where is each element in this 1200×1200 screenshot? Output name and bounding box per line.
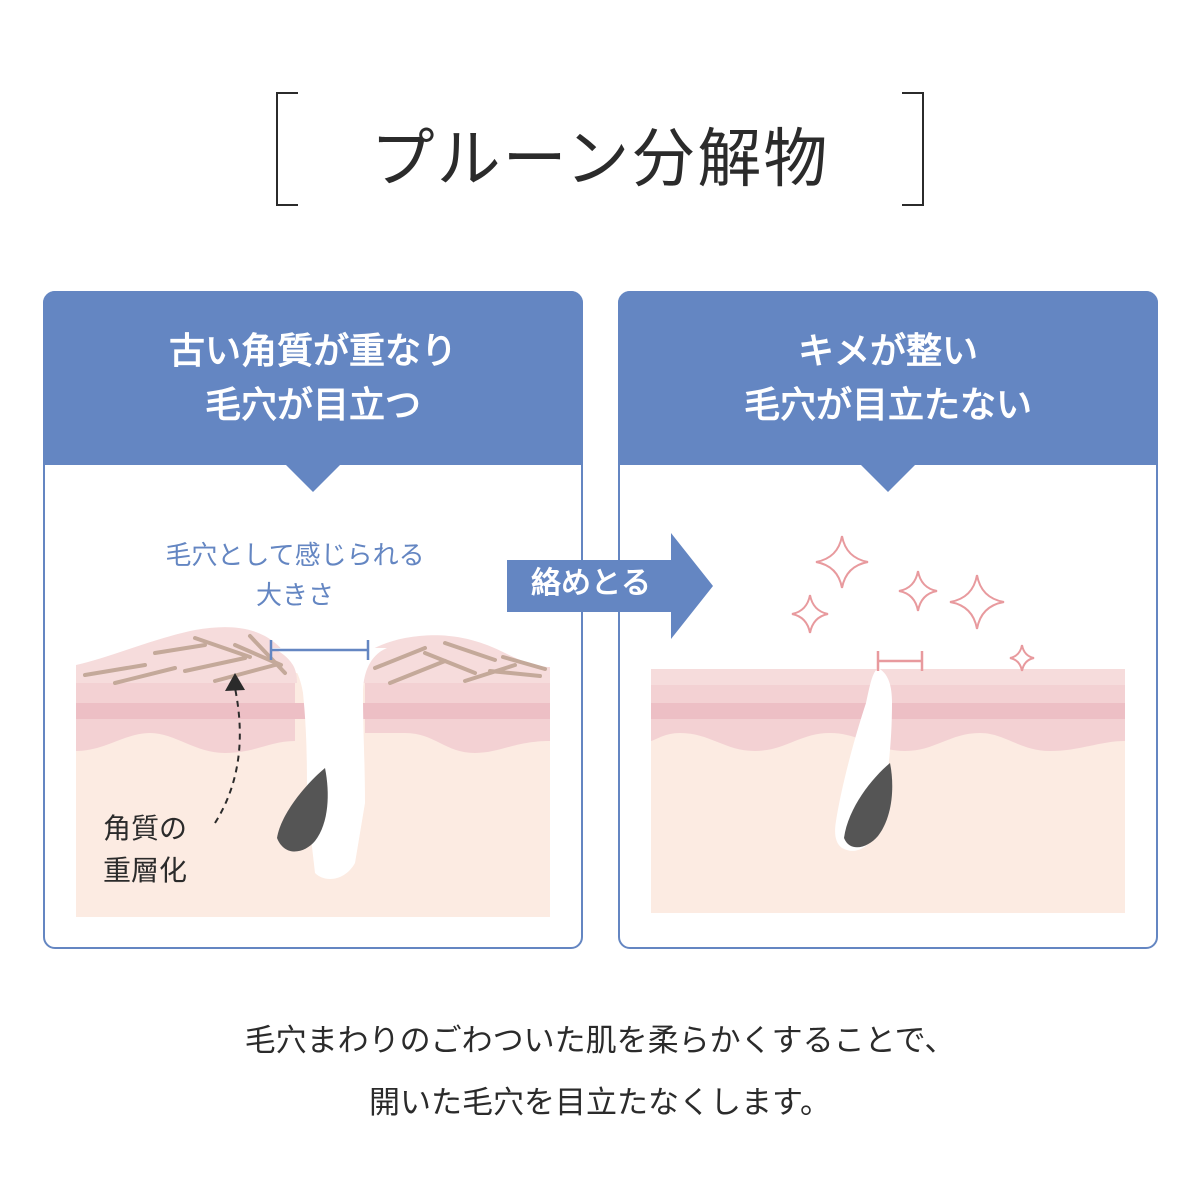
before-panel-header: 古い角質が重なり 毛穴が目立つ <box>43 291 583 492</box>
page-title: プルーン分解物 <box>370 123 830 197</box>
keratin-mound-left <box>76 627 297 683</box>
before-header-pointer <box>285 464 341 492</box>
before-skin-illustration <box>76 627 550 917</box>
before-header-line1: 古い角質が重なり <box>168 331 457 372</box>
caption-line2: 開いた毛穴を目立たなくします。 <box>369 1085 831 1121</box>
after-header-line2: 毛穴が目立たない <box>743 385 1032 426</box>
layer-label-line1: 角質の <box>103 812 188 845</box>
arrow-shape <box>507 533 713 639</box>
layer-pointer-arrow <box>214 687 241 824</box>
epidermis-band <box>76 683 550 753</box>
after-header-pointer <box>860 464 916 492</box>
sparkle-icon <box>898 570 938 612</box>
after-skin-illustration <box>651 535 1125 913</box>
sparkle-icon <box>815 535 869 589</box>
left-bracket <box>276 92 298 206</box>
after-panel-header: キメが整い 毛穴が目立たない <box>618 291 1158 492</box>
hair-shaft <box>277 768 328 852</box>
pore-label-line2: 大きさ <box>255 581 334 611</box>
pore-cavity <box>270 648 387 879</box>
pore-label-line1: 毛穴として感じられる <box>165 541 425 571</box>
sparkle-icon <box>791 594 829 634</box>
before-header-line2: 毛穴が目立つ <box>204 385 421 426</box>
layer-pointer-arrowhead <box>225 673 245 691</box>
before-panel: 古い角質が重なり 毛穴が目立つ <box>43 291 583 949</box>
keratin-layer-label: 角質の 重層化 <box>103 808 187 892</box>
arrow-label: 絡めとる <box>531 566 651 601</box>
caption-line1: 毛穴まわりのごわついた肌を柔らかくすることで、 <box>244 1023 956 1059</box>
caption: 毛穴まわりのごわついた肌を柔らかくすることで、 開いた毛穴を目立たなくします。 <box>0 1010 1200 1134</box>
pore-size-label: 毛穴として感じられる 大きさ <box>45 536 545 616</box>
title-block: プルーン分解物 <box>276 92 924 208</box>
keratin-lines <box>83 634 547 685</box>
layer-label-line2: 重層化 <box>103 854 188 887</box>
sparkle-icon <box>949 574 1005 630</box>
transition-arrow: 絡めとる <box>507 533 713 639</box>
pore-size-indicator <box>876 651 924 671</box>
sparkle-icon <box>1009 644 1035 672</box>
sparkles <box>791 535 1035 672</box>
after-panel: キメが整い 毛穴が目立たない <box>618 291 1158 949</box>
hair-shaft <box>844 763 893 848</box>
right-bracket <box>902 92 924 206</box>
after-header-line1: キメが整い <box>797 331 978 372</box>
pore-size-indicator <box>269 640 370 660</box>
